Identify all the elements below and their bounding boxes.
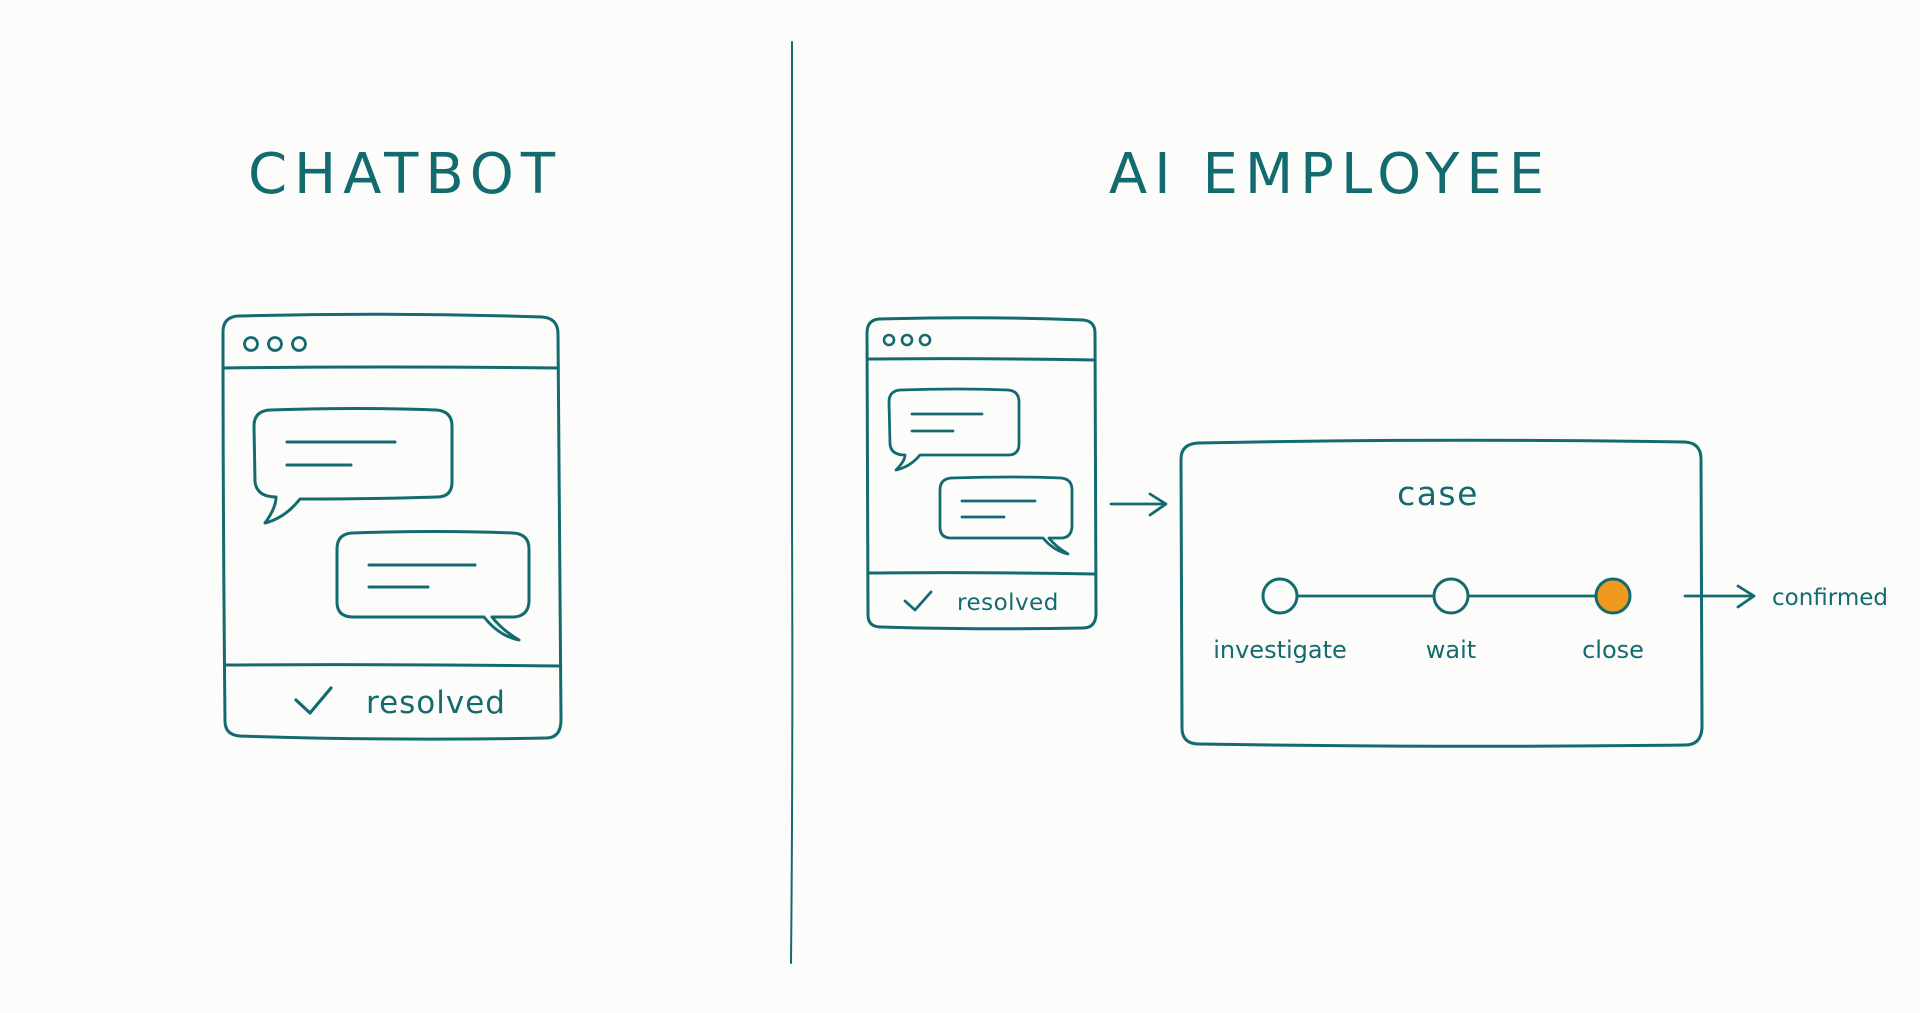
case-box-frame [1179, 438, 1704, 748]
timeline-step-marker-investigate [1261, 577, 1299, 615]
timeline-step-label-close: close [1582, 636, 1644, 664]
chatbot-footer-divider [223, 663, 562, 668]
window-control-dot [900, 333, 914, 347]
chatbot-resolved-label: resolved [366, 685, 506, 721]
timeline-step-label-investigate: investigate [1213, 636, 1347, 664]
chatbot-window: resolved [221, 312, 563, 741]
window-control-dot [882, 333, 896, 347]
check-icon [903, 590, 933, 612]
window-control-dot [267, 336, 283, 352]
chatbot-title: CHATBOT [248, 142, 562, 207]
ai-employee-title: AI EMPLOYEE [1109, 142, 1551, 207]
case-outcome-label: confirmed [1772, 585, 1888, 611]
case-box: case investigate wait close [1179, 438, 1704, 748]
case-title: case [1397, 474, 1479, 513]
timeline-step-label-wait: wait [1426, 636, 1476, 664]
check-icon [294, 686, 333, 715]
chatbot-window-frame [221, 312, 563, 741]
chat-bubble-incoming [887, 387, 1021, 472]
chatbot-window-titlebar-divider [222, 365, 560, 370]
arrow-right-icon [1109, 492, 1168, 517]
chat-bubble-outgoing [335, 530, 531, 642]
window-control-dot [291, 336, 307, 352]
arrow-right-icon [1683, 584, 1756, 609]
panel-divider [790, 41, 794, 964]
ai-chat-window-frame [865, 316, 1098, 631]
window-control-dot [918, 333, 932, 347]
ai-chat-resolved-label: resolved [957, 590, 1059, 616]
chat-bubble-incoming [252, 407, 454, 525]
ai-chat-footer-divider [866, 571, 1097, 576]
timeline-step-marker-close [1594, 577, 1632, 615]
case-steps: investigate wait close [1213, 577, 1644, 664]
window-control-dot [243, 336, 259, 352]
ai-employee-chat-window: resolved [865, 316, 1098, 631]
ai-chat-titlebar-divider [866, 357, 1097, 362]
chat-bubble-outgoing [938, 475, 1074, 556]
timeline-step-marker-wait [1432, 577, 1470, 615]
